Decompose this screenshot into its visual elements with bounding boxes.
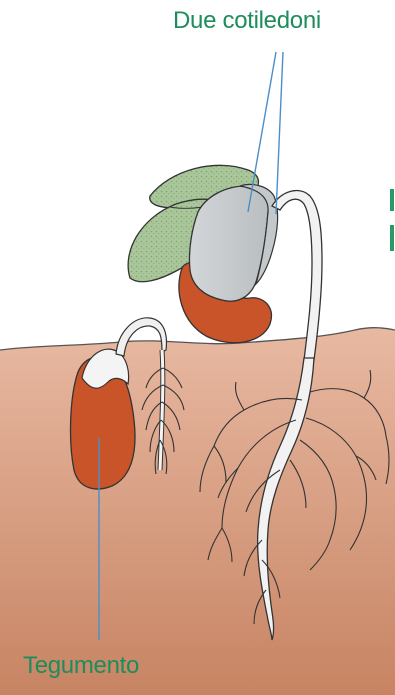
cropped-label-fragment bbox=[389, 185, 395, 255]
seed-coat-label: Tegumento bbox=[23, 654, 139, 678]
main-stem bbox=[272, 191, 322, 360]
left-seed bbox=[71, 349, 135, 489]
cotyledons-label: Due cotiledoni bbox=[173, 9, 321, 33]
